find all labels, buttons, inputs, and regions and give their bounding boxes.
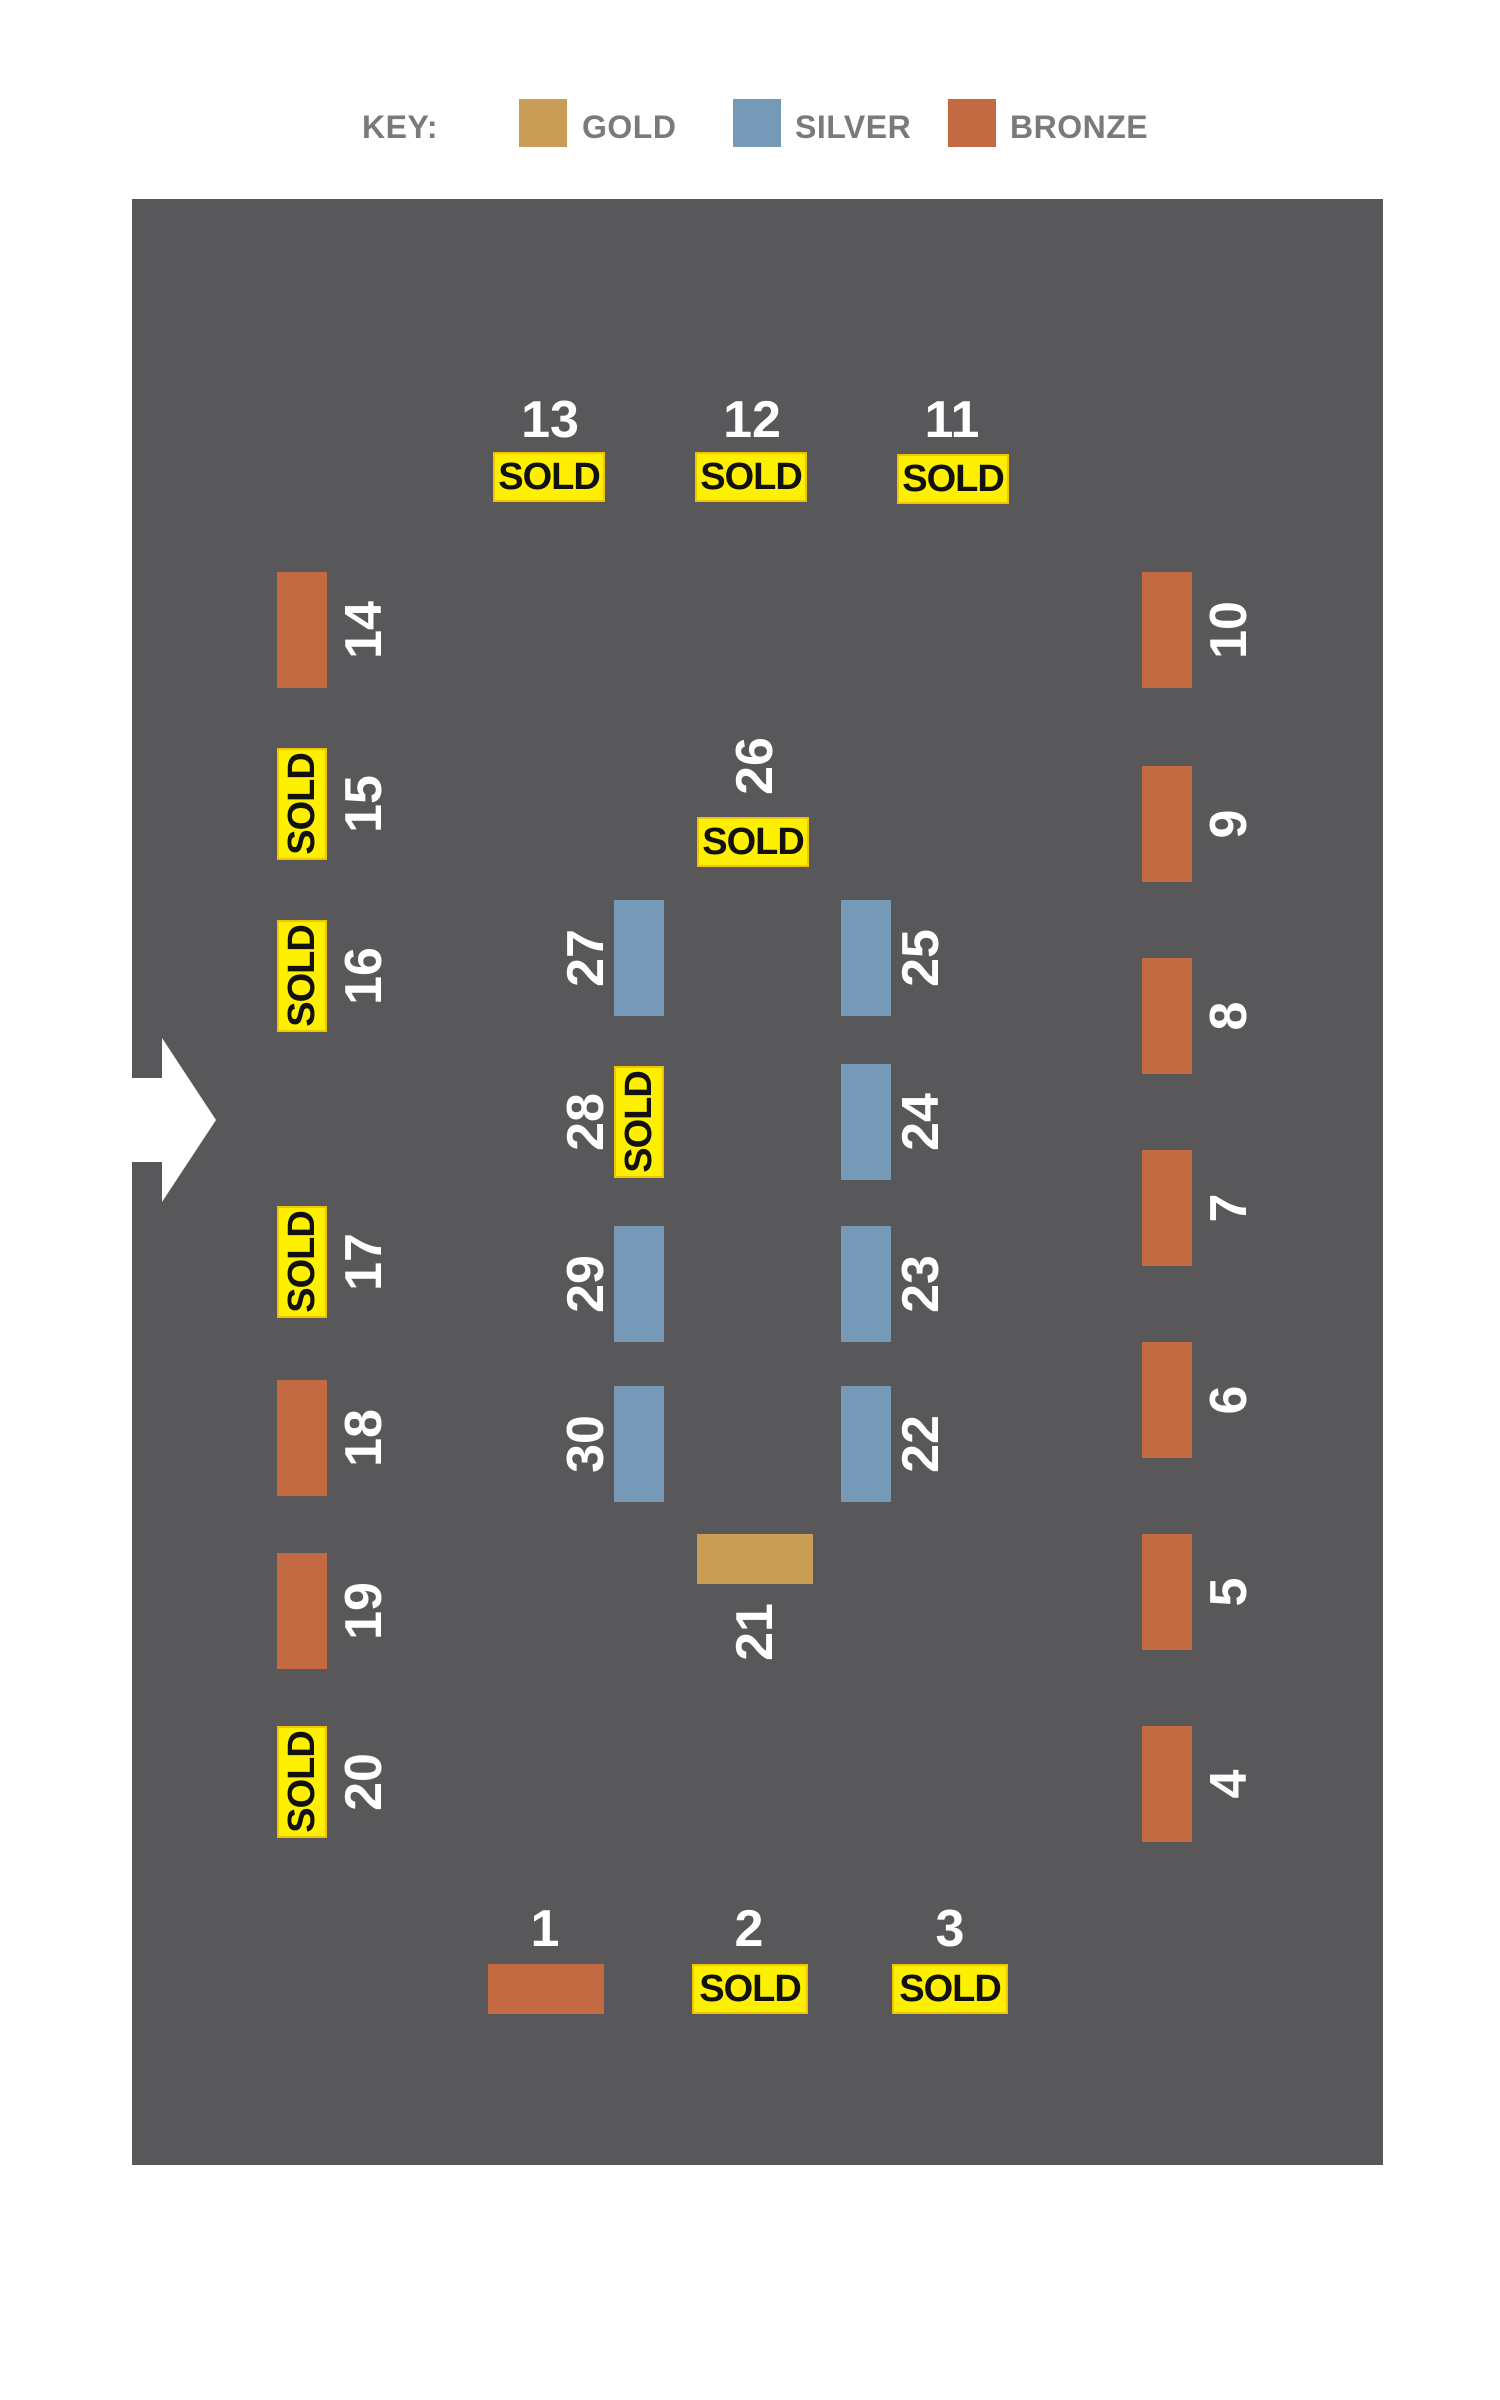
- booth-number-27: 27: [557, 929, 615, 987]
- sold-badge: SOLD: [614, 1066, 664, 1178]
- booth-number-11: 11: [924, 391, 980, 449]
- booth-24[interactable]: [841, 1064, 891, 1180]
- booth-22[interactable]: [841, 1386, 891, 1502]
- booth-number-13: 13: [521, 391, 579, 449]
- sold-badge: SOLD: [692, 1964, 808, 2014]
- booth-5[interactable]: [1142, 1534, 1192, 1650]
- booth-30[interactable]: [614, 1386, 664, 1502]
- booth-20[interactable]: SOLD: [277, 1726, 327, 1838]
- booth-number-4: 4: [1200, 1769, 1258, 1799]
- sold-badge: SOLD: [277, 748, 327, 860]
- booth-number-14: 14: [335, 601, 393, 659]
- booth-11[interactable]: SOLD: [897, 454, 1009, 504]
- legend-silver-swatch: [733, 99, 781, 147]
- booth-number-7: 7: [1200, 1193, 1258, 1223]
- booth-14[interactable]: [277, 572, 327, 688]
- legend-bronze-label: BRONZE: [1010, 109, 1149, 145]
- booth-8[interactable]: [1142, 958, 1192, 1074]
- booth-number-5: 5: [1200, 1577, 1258, 1607]
- sold-badge: SOLD: [277, 1726, 327, 1838]
- booth-number-28: 28: [557, 1093, 615, 1151]
- booth-27[interactable]: [614, 900, 664, 1016]
- booth-13[interactable]: SOLD: [493, 452, 605, 502]
- sold-badge: SOLD: [277, 920, 327, 1032]
- booth-number-3: 3: [935, 1900, 965, 1958]
- sold-badge: SOLD: [697, 817, 809, 867]
- booth-19[interactable]: [277, 1553, 327, 1669]
- booth-number-22: 22: [892, 1415, 950, 1473]
- booth-23[interactable]: [841, 1226, 891, 1342]
- booth-number-6: 6: [1200, 1385, 1258, 1415]
- booth-number-15: 15: [335, 775, 393, 833]
- booth-number-21: 21: [726, 1603, 784, 1661]
- booth-3[interactable]: SOLD: [892, 1964, 1008, 2014]
- booth-number-17: 17: [335, 1233, 393, 1291]
- booth-number-23: 23: [892, 1255, 950, 1313]
- booth-number-16: 16: [335, 947, 393, 1005]
- booth-number-10: 10: [1200, 601, 1258, 659]
- booth-10[interactable]: [1142, 572, 1192, 688]
- sold-badge: SOLD: [892, 1964, 1008, 2014]
- booth-17[interactable]: SOLD: [277, 1206, 327, 1318]
- booth-number-18: 18: [335, 1409, 393, 1467]
- booth-26[interactable]: SOLD: [697, 817, 809, 867]
- booth-number-2: 2: [734, 1900, 764, 1958]
- booth-9[interactable]: [1142, 766, 1192, 882]
- booth-number-29: 29: [557, 1255, 615, 1313]
- booth-7[interactable]: [1142, 1150, 1192, 1266]
- booth-2[interactable]: SOLD: [692, 1964, 808, 2014]
- booth-6[interactable]: [1142, 1342, 1192, 1458]
- booth-number-30: 30: [557, 1415, 615, 1473]
- legend-gold-swatch: [519, 99, 567, 147]
- booth-number-19: 19: [335, 1582, 393, 1640]
- booth-number-1: 1: [530, 1900, 560, 1958]
- legend-gold-label: GOLD: [582, 109, 677, 145]
- legend-silver-label: SILVER: [795, 109, 912, 145]
- booth-number-26: 26: [726, 737, 784, 795]
- sold-badge: SOLD: [277, 1206, 327, 1318]
- booth-28[interactable]: SOLD: [614, 1066, 664, 1178]
- booth-number-9: 9: [1200, 809, 1258, 839]
- booth-16[interactable]: SOLD: [277, 920, 327, 1032]
- legend-bronze-swatch: [948, 99, 996, 147]
- booth-25[interactable]: [841, 900, 891, 1016]
- sold-badge: SOLD: [695, 452, 807, 502]
- sold-badge: SOLD: [493, 452, 605, 502]
- booth-12[interactable]: SOLD: [695, 452, 807, 502]
- legend: KEY: GOLD SILVER BRONZE: [0, 95, 1500, 165]
- booth-number-20: 20: [335, 1753, 393, 1811]
- booth-number-24: 24: [892, 1093, 950, 1151]
- booth-number-12: 12: [723, 391, 781, 449]
- booth-15[interactable]: SOLD: [277, 748, 327, 860]
- entrance-arrow-icon: [132, 1038, 216, 1202]
- booth-29[interactable]: [614, 1226, 664, 1342]
- sold-badge: SOLD: [897, 454, 1009, 504]
- booth-21[interactable]: [697, 1534, 813, 1584]
- booth-4[interactable]: [1142, 1726, 1192, 1842]
- booth-number-8: 8: [1200, 1001, 1258, 1031]
- booth-number-25: 25: [892, 929, 950, 987]
- legend-key-label: KEY:: [362, 109, 439, 145]
- booth-18[interactable]: [277, 1380, 327, 1496]
- booth-1[interactable]: [488, 1964, 604, 2014]
